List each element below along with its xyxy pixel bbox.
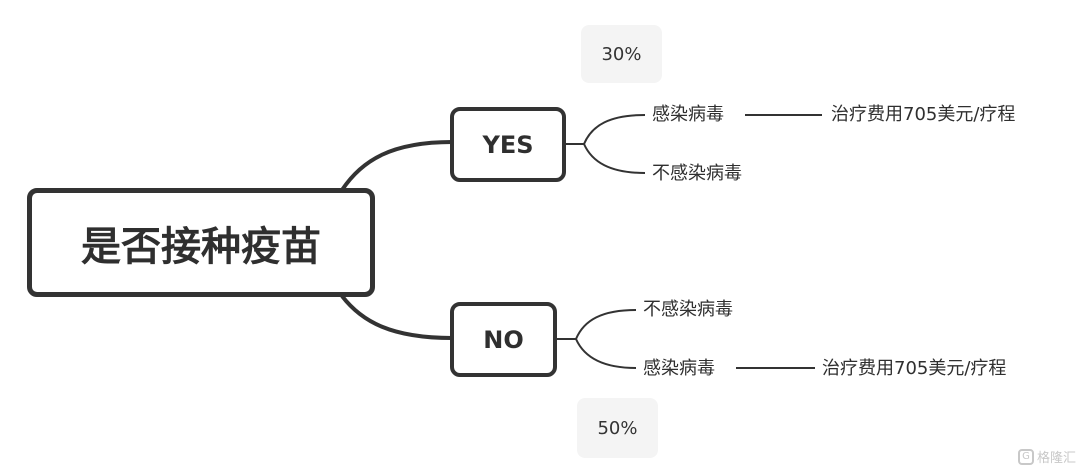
branch-yes-label: YES (482, 130, 534, 159)
yes-infected-label: 感染病毒 (652, 104, 724, 125)
no-infected-label: 感染病毒 (643, 358, 715, 379)
probability-no: 50% (577, 398, 658, 458)
watermark-logo-icon: G (1017, 448, 1034, 465)
root-node: 是否接种疫苗 (27, 188, 375, 297)
edge-no-not-infected (575, 309, 637, 340)
probability-yes: 30% (581, 25, 662, 83)
no-cost-label: 治疗费用705美元/疗程 (822, 358, 1007, 379)
yes-cost-label: 治疗费用705美元/疗程 (831, 104, 1016, 125)
branch-no-label: NO (483, 325, 524, 354)
probability-no-label: 50% (597, 417, 638, 439)
no-not-infected-label: 不感染病毒 (643, 299, 733, 320)
probability-yes-label: 30% (601, 43, 642, 65)
branch-node-yes: YES (450, 107, 566, 182)
watermark: G 格隆汇 (1017, 447, 1076, 466)
edge-root-yes (340, 140, 453, 192)
edge-root-no (340, 294, 453, 340)
yes-not-infected-label: 不感染病毒 (652, 163, 742, 184)
watermark-text: 格隆汇 (1036, 451, 1076, 466)
branch-node-no: NO (450, 302, 557, 377)
root-label: 是否接种疫苗 (81, 223, 321, 270)
edge-yes-infected (583, 114, 646, 145)
edge-no-infected (575, 338, 637, 369)
edge-yes-not-infected (583, 143, 646, 174)
